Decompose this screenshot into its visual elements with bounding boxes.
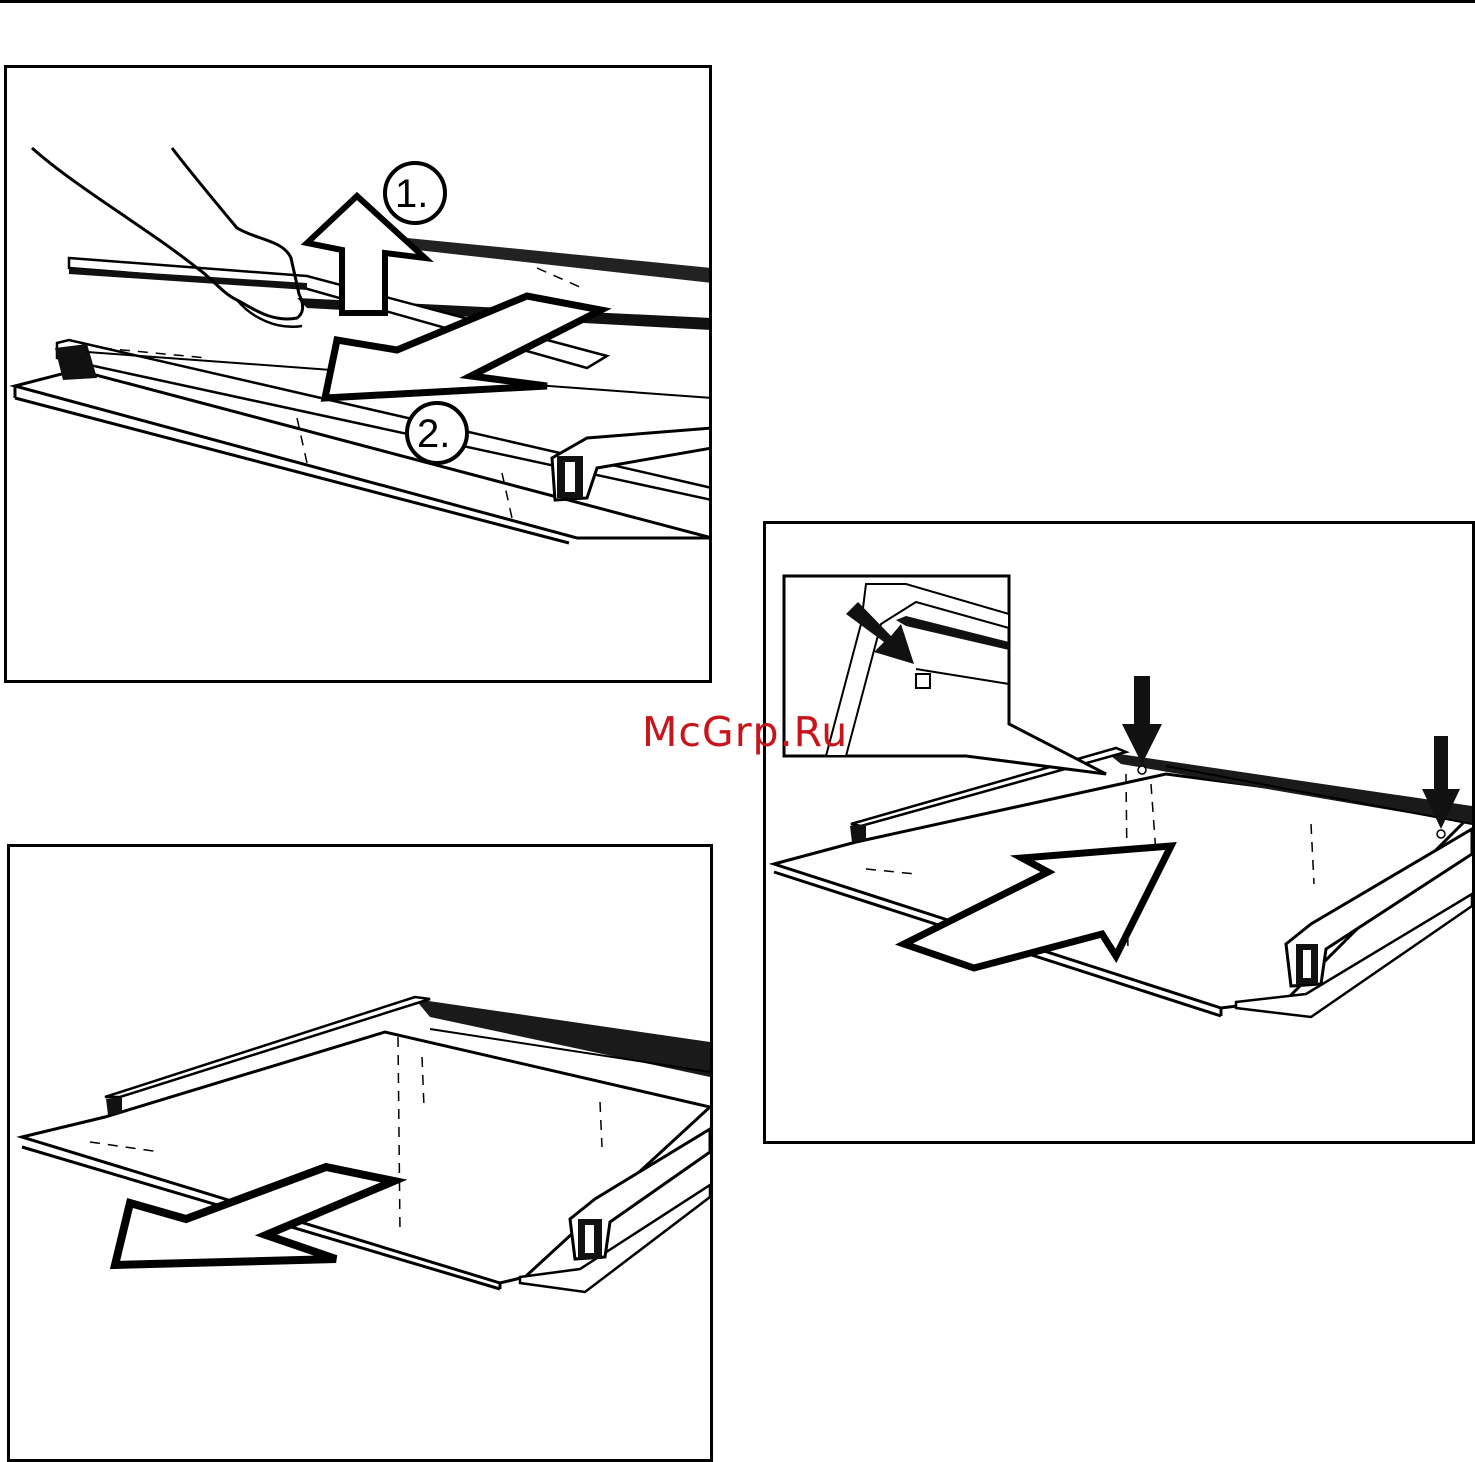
clip-arrow-left	[1122, 676, 1162, 764]
hand-illustration	[32, 148, 303, 319]
top-rule	[0, 0, 1475, 3]
slide-in-illustration	[766, 524, 1472, 1141]
step-1-label: 1.	[395, 172, 428, 216]
figure-slide-out	[7, 844, 713, 1462]
slide-out-illustration	[10, 847, 710, 1459]
step-2-label: 2.	[417, 412, 450, 456]
lift-slide-illustration: 1. 2.	[7, 68, 709, 680]
figure-slide-in	[763, 521, 1475, 1144]
figure-lift-and-slide: 1. 2.	[4, 65, 712, 683]
watermark: McGrp.Ru	[642, 708, 848, 756]
back-frame	[407, 238, 709, 283]
